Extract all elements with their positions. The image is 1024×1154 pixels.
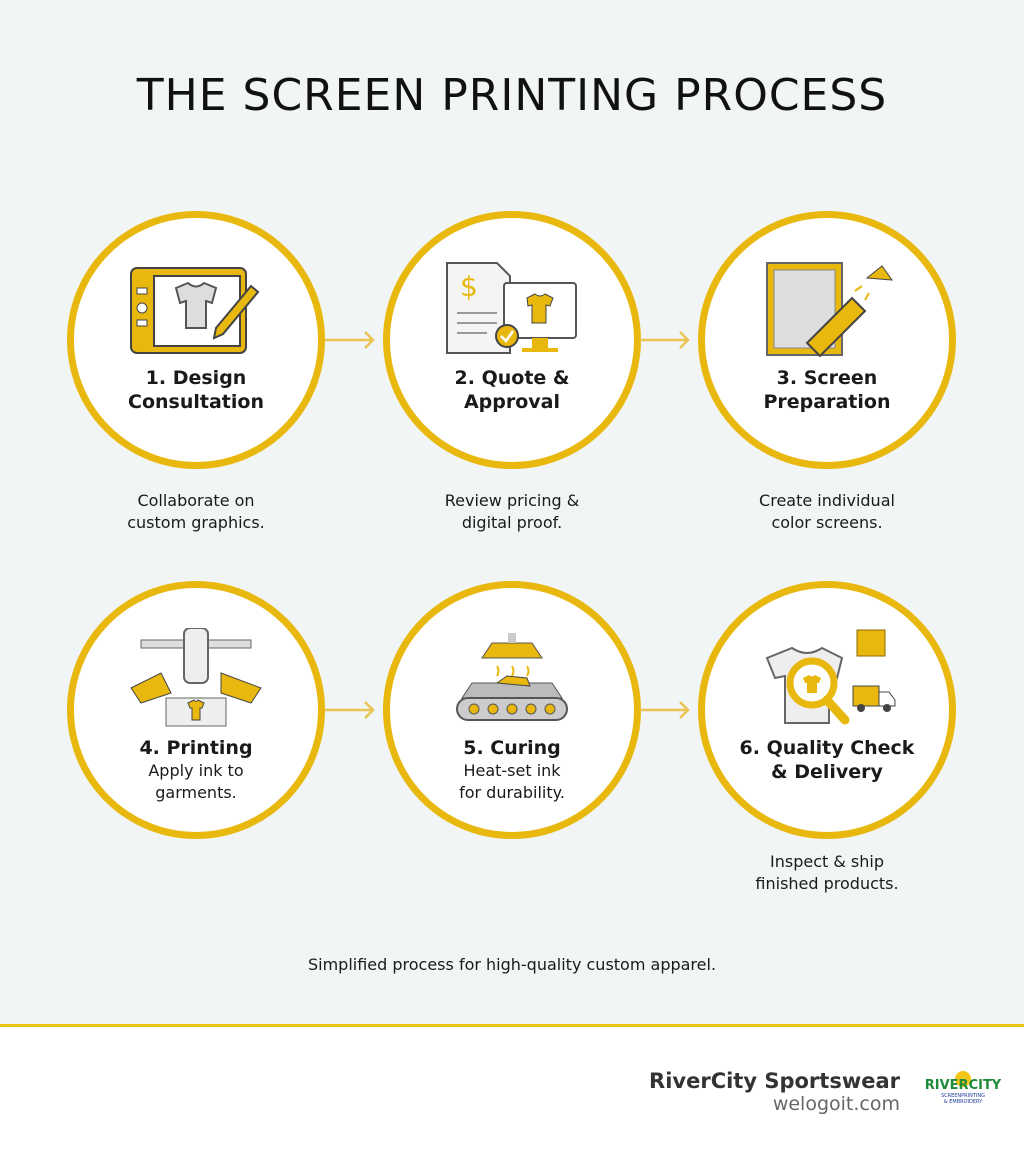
svg-text:$: $	[460, 270, 478, 303]
screen-coating-lamp-icon	[766, 262, 894, 358]
arrow-right-icon	[325, 701, 375, 719]
step-4-title: 4. Printing	[139, 737, 253, 759]
tablet-tshirt-pencil-icon	[130, 267, 260, 354]
arrow-right-icon	[325, 331, 375, 349]
brand-url[interactable]: welogoit.com	[772, 1093, 900, 1115]
desc-line: Create individual	[759, 491, 895, 510]
footer: RiverCity Sportswear welogoit.com RIVERC…	[0, 1024, 1024, 1154]
carousel-press-icon	[130, 628, 262, 727]
step-5-circle: 5. Curing Heat-set ink for durability.	[383, 581, 641, 839]
desc-line: digital proof.	[461, 513, 563, 532]
desc-line: finished products.	[755, 874, 899, 893]
step-5-description: Heat-set ink for durability.	[390, 760, 634, 804]
step-6-description: Inspect & ship finished products.	[698, 851, 956, 895]
invoice-monitor-icon: $	[446, 262, 577, 354]
step-6-title: 6. Quality Check	[739, 737, 915, 759]
desc-line: Inspect & ship	[770, 852, 884, 871]
step-3-title: 3. Screen	[776, 367, 878, 389]
svg-text:SCREENPRINTING: SCREENPRINTING	[941, 1093, 985, 1099]
step-1-title-line2: Consultation	[128, 391, 264, 413]
arrow-right-icon	[640, 701, 690, 719]
step-4-circle: 4. Printing Apply ink to garments.	[67, 581, 325, 839]
step-2-circle: $ 2. Quote &Approval	[383, 211, 641, 469]
step-3-description: Create individual color screens.	[698, 490, 956, 534]
step-1-description: Collaborate on custom graphics.	[67, 490, 325, 534]
step-3-title-line2: Preparation	[763, 391, 891, 413]
desc-line: Heat-set ink	[463, 761, 561, 780]
conveyor-dryer-icon	[456, 633, 568, 721]
step-6-title-line2: & Delivery	[771, 761, 883, 783]
step-2-title: 2. Quote &	[454, 367, 570, 389]
step-4-description: Apply ink to garments.	[74, 760, 318, 804]
desc-line: garments.	[155, 783, 237, 802]
step-5-title: 5. Curing	[463, 737, 561, 759]
desc-line: Apply ink to	[148, 761, 244, 780]
svg-text:& EMBROIDERY: & EMBROIDERY	[944, 1099, 983, 1105]
step-2-description: Review pricing & digital proof.	[383, 490, 641, 534]
arrow-right-icon	[640, 331, 690, 349]
desc-line: Review pricing &	[444, 491, 580, 510]
brand-name: RiverCity Sportswear	[649, 1069, 900, 1093]
desc-line: color screens.	[771, 513, 883, 532]
magnifier-truck-icon	[765, 629, 896, 725]
desc-line: for durability.	[459, 783, 565, 802]
desc-line: custom graphics.	[127, 513, 265, 532]
step-1-title: 1. Design	[145, 367, 247, 389]
step-2-title-line2: Approval	[463, 391, 561, 413]
desc-line: Collaborate on	[137, 491, 255, 510]
svg-text:RIVERCITY: RIVERCITY	[925, 1078, 1002, 1093]
step-6-circle: 6. Quality Check& Delivery	[698, 581, 956, 839]
page-title: THE SCREEN PRINTING PROCESS	[136, 70, 888, 121]
footnote: Simplified process for high-quality cust…	[307, 955, 717, 974]
